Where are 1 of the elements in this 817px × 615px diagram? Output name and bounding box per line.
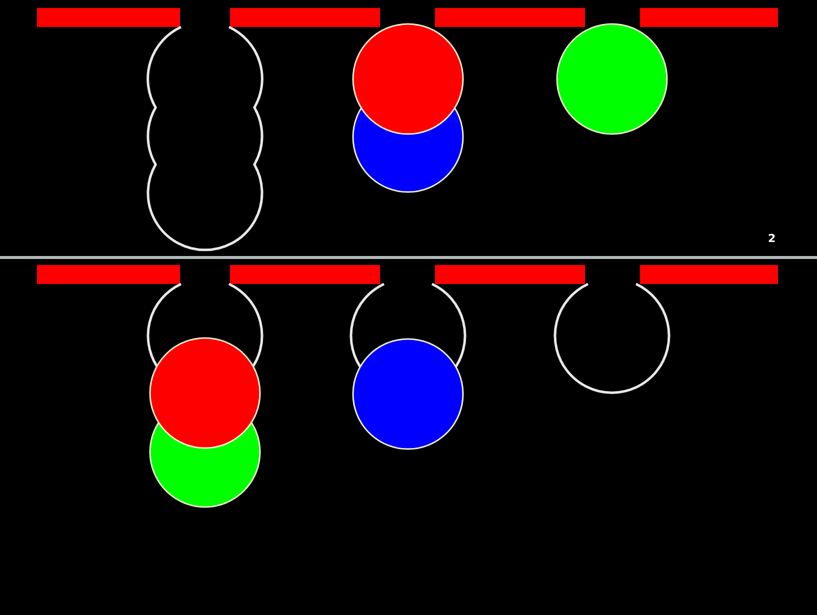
panel-number: 2: [768, 233, 776, 245]
